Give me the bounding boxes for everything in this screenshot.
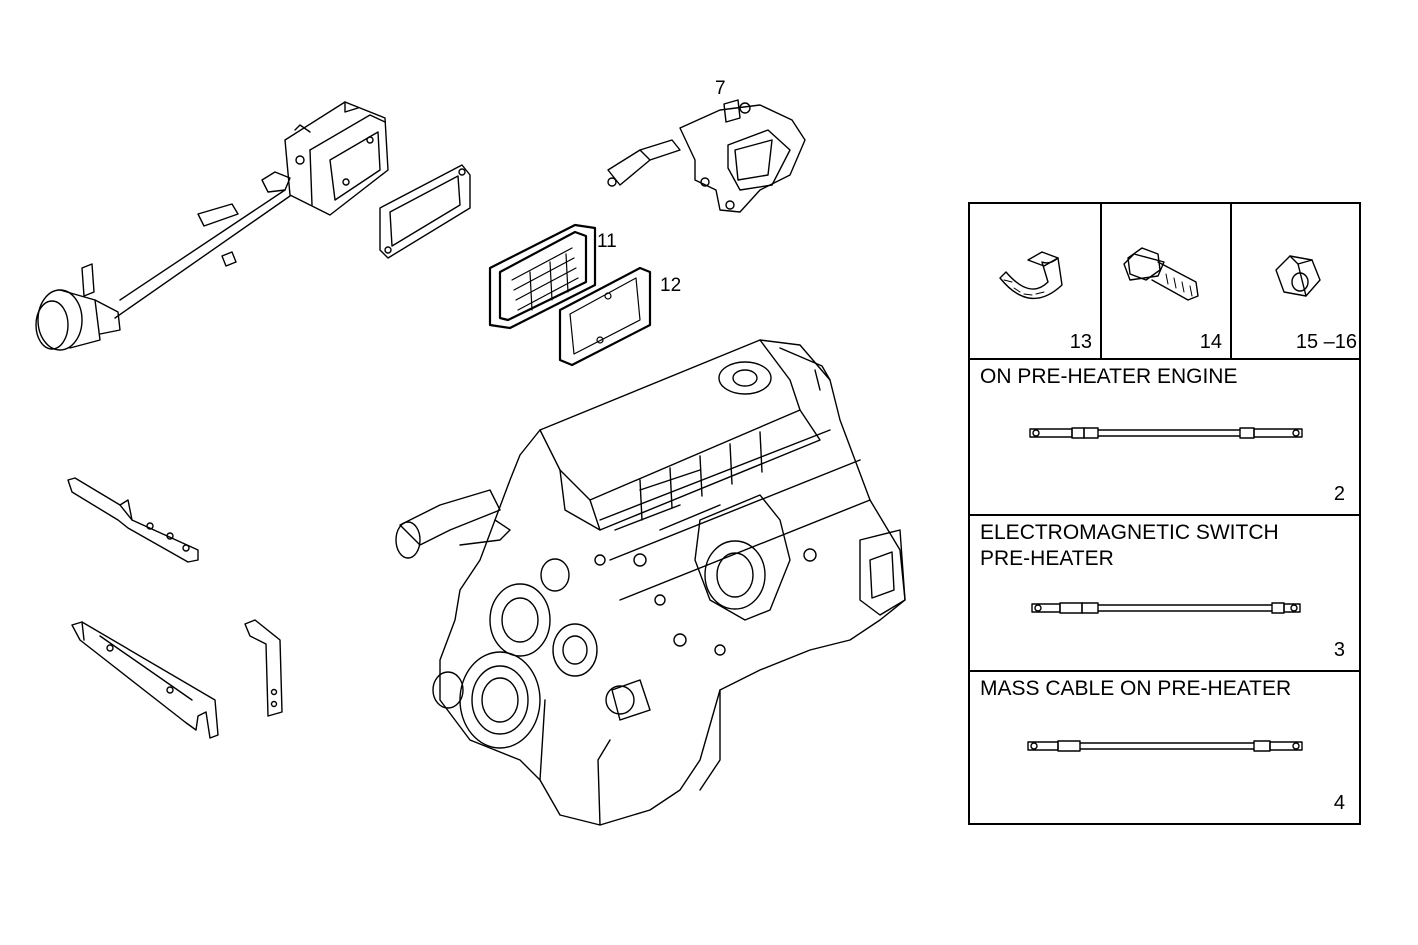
hex-nut-icon xyxy=(1275,255,1321,297)
legend-cable-2: ON PRE-HEATER ENGINE 2 xyxy=(970,360,1359,516)
heater-grid-part-11 xyxy=(488,223,597,330)
engine-block xyxy=(395,339,906,826)
callout-part-7: 7 xyxy=(715,78,726,99)
preheater-intake-housing xyxy=(35,101,389,351)
cable-3-number: 3 xyxy=(1333,639,1345,661)
intake-gasket xyxy=(379,164,471,259)
cable-3-icon xyxy=(1031,602,1301,614)
parts-legend-table: 13 14 15 –16 ON PRE-HEATER ENGINE 2 ELEC… xyxy=(968,202,1361,825)
legend-cell-14: 14 xyxy=(1100,204,1230,358)
bracket-lower xyxy=(71,621,219,739)
cable-tie-icon xyxy=(999,251,1063,299)
legend-number-14: 14 xyxy=(1199,331,1222,353)
flange-bolt-icon xyxy=(1123,247,1199,301)
heater-element-part-7 xyxy=(607,99,806,213)
legend-number-15-16: 15 –16 xyxy=(1295,331,1357,353)
cable-2-number: 2 xyxy=(1333,483,1345,505)
cable-2-title: ON PRE-HEATER ENGINE xyxy=(980,365,1238,388)
cable-4-title: MASS CABLE ON PRE-HEATER xyxy=(980,677,1292,700)
cable-2-icon xyxy=(1029,427,1303,439)
legend-cable-4: MASS CABLE ON PRE-HEATER 4 xyxy=(970,672,1359,823)
legend-cell-13: 13 xyxy=(970,204,1100,358)
legend-hardware-row: 13 14 15 –16 xyxy=(970,204,1359,360)
legend-number-13: 13 xyxy=(1069,331,1092,353)
legend-cell-15-16: 15 –16 xyxy=(1230,204,1361,358)
cable-4-number: 4 xyxy=(1333,792,1345,814)
legend-cable-3: ELECTROMAGNETIC SWITCH PRE-HEATER 3 xyxy=(970,516,1359,672)
bracket-upper xyxy=(67,477,199,563)
callout-part-11: 11 xyxy=(597,231,617,252)
cable-3-title: ELECTROMAGNETIC SWITCH PRE-HEATER xyxy=(980,521,1279,570)
cable-4-icon xyxy=(1027,740,1303,752)
bracket-vertical xyxy=(244,619,283,717)
heater-gasket-part-12 xyxy=(558,266,652,367)
callout-part-12: 12 xyxy=(660,275,682,296)
